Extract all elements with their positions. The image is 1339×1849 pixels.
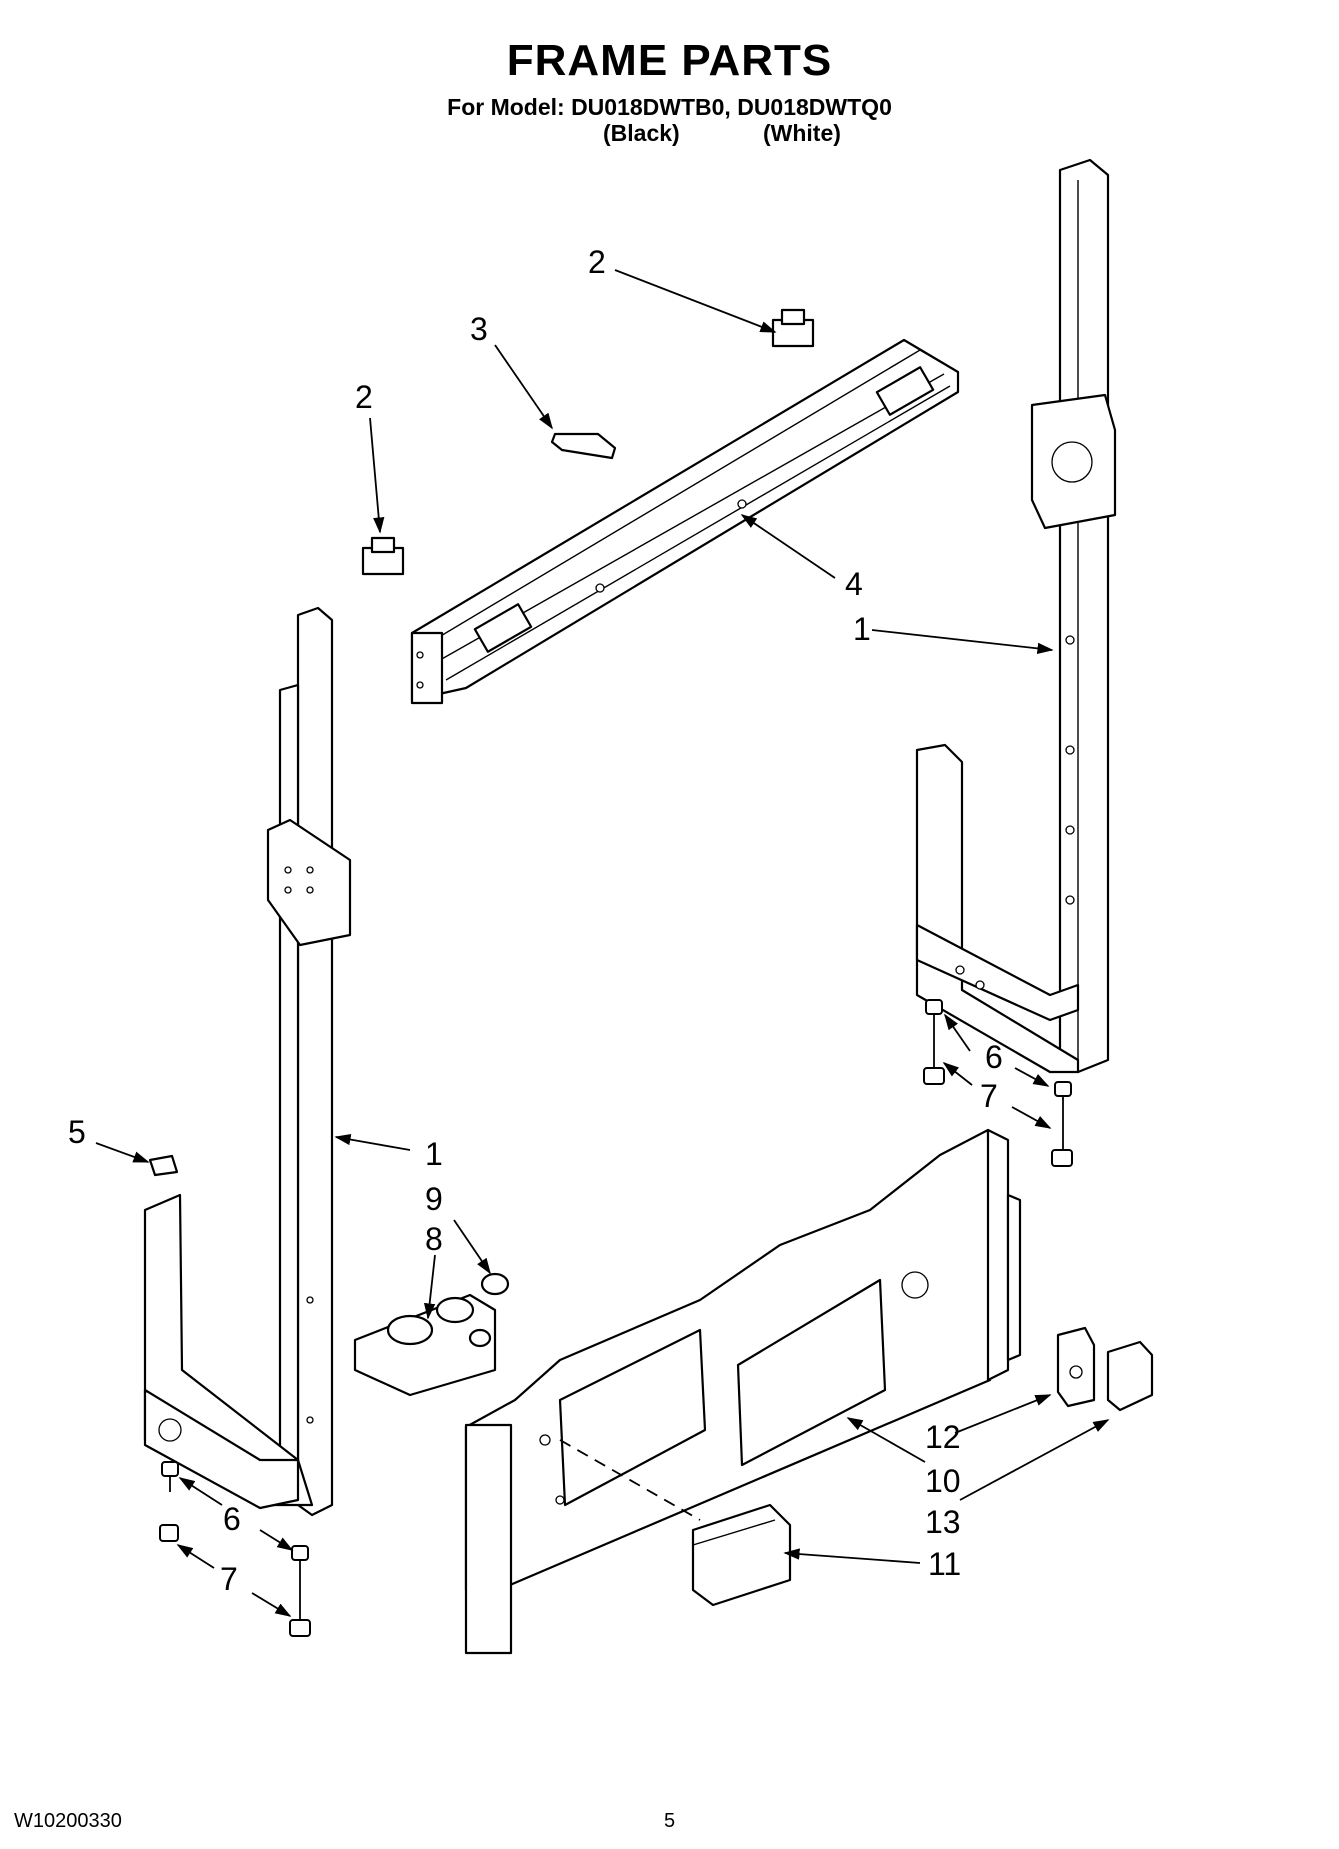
- leader-2-left: [369, 417, 385, 534]
- leader-7-left-b: [251, 1592, 292, 1617]
- callout-4: 4: [845, 566, 863, 602]
- leader-5: [95, 1142, 150, 1163]
- callout-2-left: 2: [355, 379, 373, 415]
- switch-part: [1056, 1326, 1096, 1408]
- callout-10: 10: [925, 1463, 961, 1499]
- callout-2-right: 2: [588, 244, 606, 280]
- leader-1-right: [871, 629, 1054, 655]
- leveling-leg-right-a: [923, 999, 945, 1085]
- callout-1-right: 1: [853, 611, 871, 647]
- leader-6-right-b: [1014, 1067, 1050, 1087]
- assembly-dashed-line: [559, 1439, 701, 1521]
- leveling-leg-left-b: [289, 1545, 311, 1637]
- leader-12: [954, 1394, 1052, 1434]
- right-upright-part: [915, 158, 1117, 1074]
- callout-13: 13: [925, 1504, 961, 1540]
- callout-12: 12: [925, 1419, 961, 1455]
- callout-3: 3: [470, 311, 488, 347]
- leader-6-left-b: [259, 1529, 294, 1551]
- doc-number: W10200330: [14, 1810, 122, 1832]
- clip-part-left: [361, 536, 405, 576]
- callout-9: 9: [425, 1181, 443, 1217]
- leader-6-left-a: [178, 1477, 223, 1506]
- callout-7-right: 7: [980, 1078, 998, 1114]
- callout-8: 8: [425, 1221, 443, 1257]
- callout-1-left: 1: [425, 1136, 443, 1172]
- variant-black: (Black): [603, 120, 680, 146]
- callout-7-left: 7: [220, 1561, 238, 1597]
- leader-1-left: [334, 1133, 411, 1151]
- leader-2-right: [614, 269, 777, 333]
- valve-part: [353, 1293, 497, 1397]
- leader-4: [740, 514, 836, 579]
- ring-part: [480, 1272, 510, 1296]
- leveling-leg-left-a: [159, 1461, 179, 1542]
- callout-6-left: 6: [223, 1501, 241, 1537]
- page-number: 5: [664, 1810, 676, 1832]
- box-part: [691, 1503, 792, 1607]
- leader-11: [783, 1548, 921, 1564]
- leader-7-left-a: [176, 1544, 215, 1569]
- small-clip-part: [148, 1154, 179, 1177]
- top-rail-part: [410, 338, 960, 705]
- callout-6-right: 6: [985, 1039, 1003, 1075]
- callout-5: 5: [68, 1114, 86, 1150]
- cover-part: [1106, 1340, 1154, 1412]
- leader-13: [959, 1419, 1110, 1501]
- bracket-part: [550, 432, 617, 460]
- leader-3: [494, 344, 553, 430]
- left-upright-part: [143, 606, 352, 1517]
- leader-8: [423, 1254, 436, 1320]
- leader-6-right-a: [944, 1013, 971, 1052]
- leader-10: [846, 1417, 926, 1463]
- leader-7-right-a: [942, 1061, 973, 1086]
- model-line: For Model: DU018DWTB0, DU018DWTQ0: [447, 94, 892, 120]
- page-title: FRAME PARTS: [506, 36, 833, 85]
- leader-9: [453, 1219, 491, 1275]
- variant-white: (White): [763, 120, 841, 146]
- leader-7-right-b: [1011, 1106, 1052, 1129]
- leveling-leg-right-b: [1051, 1081, 1073, 1167]
- callout-11: 11: [928, 1546, 961, 1582]
- clip-part-right: [771, 308, 815, 348]
